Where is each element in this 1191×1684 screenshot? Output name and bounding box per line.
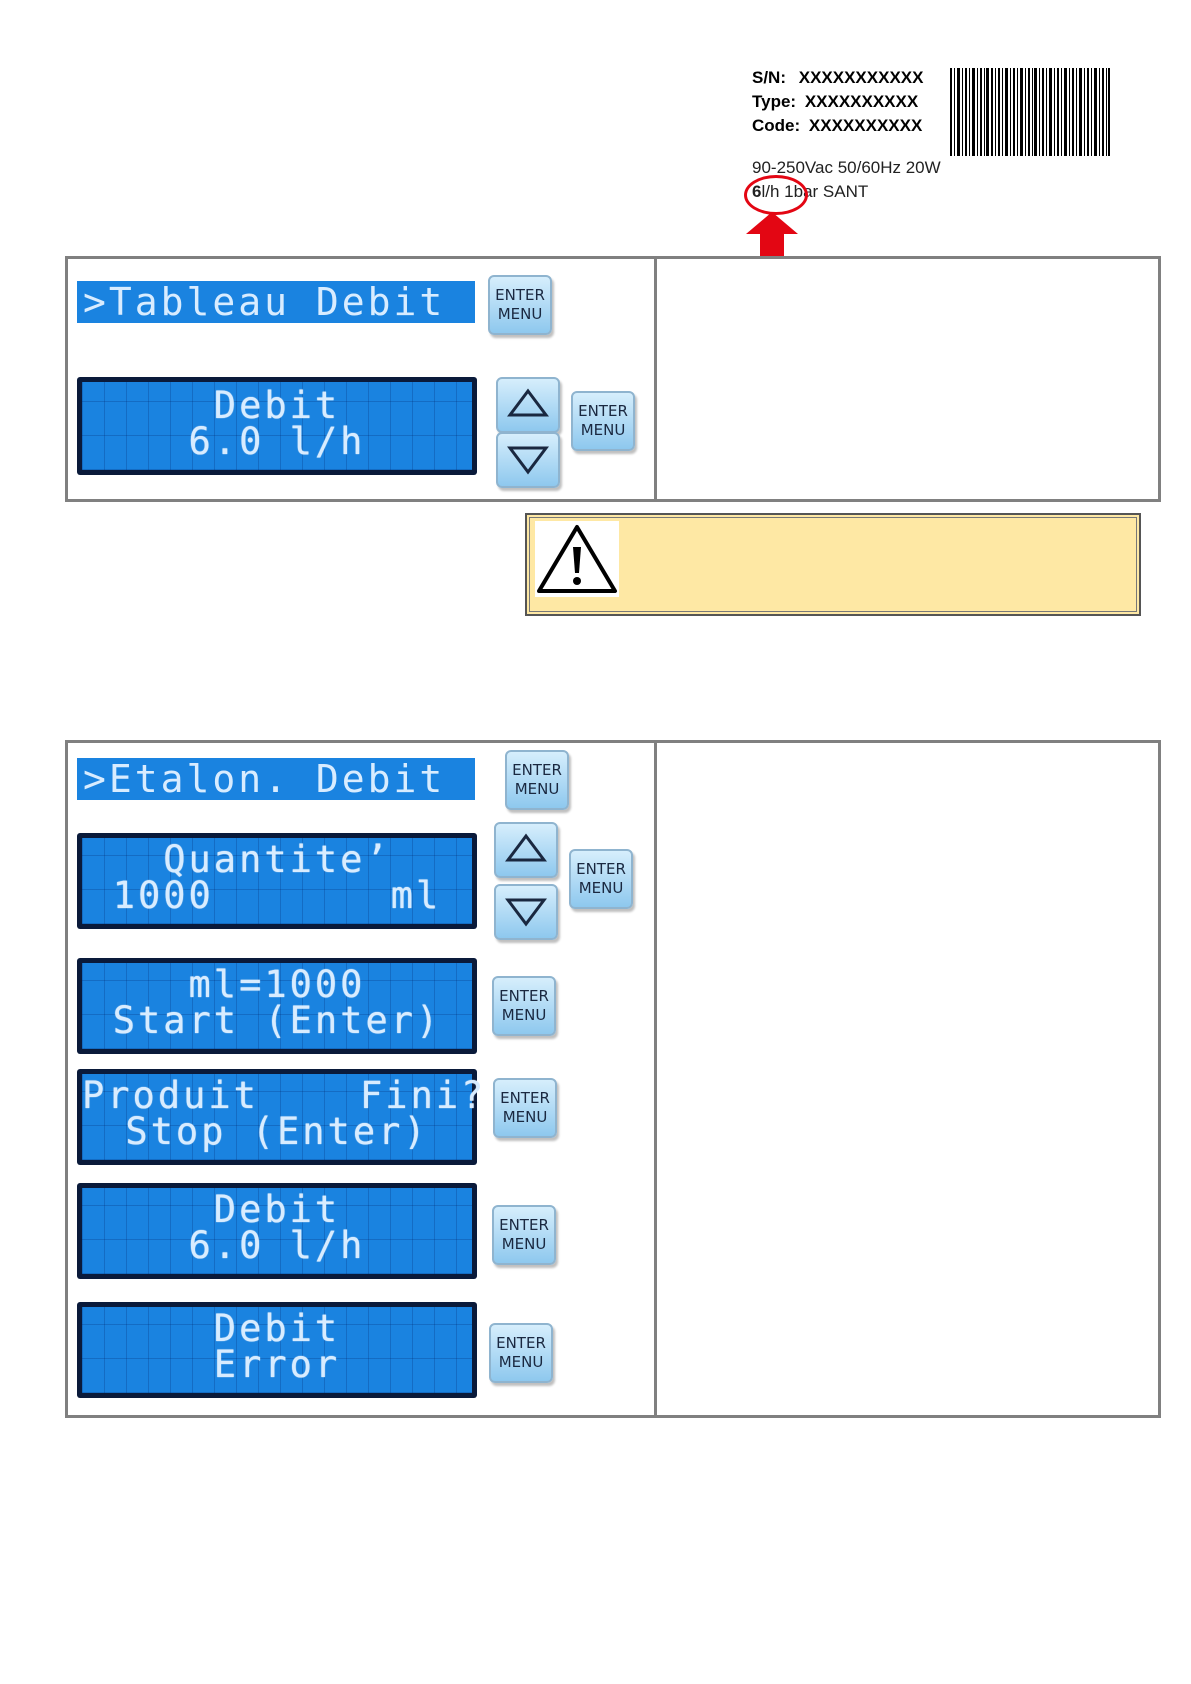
button-label-enter: ENTER: [500, 1089, 550, 1107]
lcd-line-1: Debit: [213, 1307, 341, 1350]
lcd-line-1: Produit Fini?: [82, 1074, 487, 1117]
lcd-line-2: Stop (Enter): [125, 1110, 429, 1153]
menu-tableau-debit: >Tableau Debit: [77, 281, 475, 323]
down-button[interactable]: [494, 884, 558, 940]
serial-number-key: S/N:: [752, 68, 786, 87]
up-button[interactable]: [494, 822, 558, 878]
enter-menu-button[interactable]: ENTER MENU: [492, 976, 556, 1036]
code-value: XXXXXXXXXX: [808, 116, 923, 135]
button-label-enter: ENTER: [578, 402, 628, 420]
lcd-line-2: 6.0 l/h: [188, 1224, 366, 1267]
button-label-menu: MENU: [501, 1006, 547, 1024]
lcd-line-2: 1000 ml: [112, 874, 442, 917]
lcd-debit: Debit 6.0 l/h: [77, 377, 477, 475]
button-label-enter: ENTER: [499, 987, 549, 1005]
button-label-menu: MENU: [502, 1108, 548, 1126]
flow-table: >Tableau Debit ENTER MENU Debit 6.0 l/h …: [65, 256, 1161, 502]
calibration-table: >Etalon. Debit ENTER MENU Quantite’ 1000…: [65, 740, 1161, 1418]
button-label-enter: ENTER: [499, 1216, 549, 1234]
button-label-menu: MENU: [501, 1235, 547, 1253]
lcd-line-1: ml=1000: [188, 963, 366, 1006]
warning-box: [525, 513, 1141, 616]
arrow-down-icon: [507, 446, 549, 475]
warning-inner-border: [529, 517, 1137, 612]
type-row: Type: XXXXXXXXXX: [752, 92, 918, 112]
arrow-up-icon: [505, 833, 547, 862]
enter-menu-button[interactable]: ENTER MENU: [493, 1078, 557, 1138]
lcd-line-2: Start (Enter): [112, 999, 442, 1042]
red-arrow-icon: [746, 212, 798, 260]
barcode-image: [950, 68, 1110, 156]
lcd-debit: Debit 6.0 l/h: [77, 1183, 477, 1279]
lcd-quantite: Quantite’ 1000 ml: [77, 833, 477, 929]
arrow-down-icon: [505, 898, 547, 927]
lcd-line-1: Debit: [213, 1188, 341, 1231]
enter-menu-button[interactable]: ENTER MENU: [505, 750, 569, 810]
enter-menu-button[interactable]: ENTER MENU: [488, 275, 552, 335]
lcd-line-2: Error: [213, 1343, 341, 1386]
lcd-line-2: 6.0 l/h: [188, 420, 366, 463]
column-divider: [654, 259, 657, 499]
type-key: Type:: [752, 92, 797, 111]
lcd-start: ml=1000 Start (Enter): [77, 958, 477, 1054]
product-label: S/N: XXXXXXXXXXX Type: XXXXXXXXXX Code: …: [744, 66, 1112, 215]
lcd-produit-fini: Produit Fini? Stop (Enter): [77, 1069, 487, 1165]
enter-menu-button[interactable]: ENTER MENU: [492, 1205, 556, 1265]
lcd-line-1: Quantite’: [163, 838, 391, 881]
lcd-debit-error: Debit Error: [77, 1302, 477, 1398]
button-label-enter: ENTER: [512, 761, 562, 779]
button-label-menu: MENU: [578, 879, 624, 897]
serial-number-value: XXXXXXXXXXX: [798, 68, 924, 87]
enter-menu-button[interactable]: ENTER MENU: [489, 1323, 553, 1383]
button-label-menu: MENU: [514, 780, 560, 798]
button-label-enter: ENTER: [495, 286, 545, 304]
warning-icon: [535, 521, 619, 597]
up-button[interactable]: [496, 377, 560, 433]
menu-etalon-debit: >Etalon. Debit: [77, 758, 475, 800]
serial-number-row: S/N: XXXXXXXXXXX: [752, 68, 923, 88]
arrow-up-icon: [507, 388, 549, 417]
highlight-circle: [744, 175, 808, 215]
down-button[interactable]: [496, 432, 560, 488]
button-label-enter: ENTER: [576, 860, 626, 878]
lcd-line-1: Debit: [213, 384, 341, 427]
enter-menu-button[interactable]: ENTER MENU: [571, 391, 635, 451]
code-row: Code: XXXXXXXXXX: [752, 116, 922, 136]
type-value: XXXXXXXXXX: [804, 92, 919, 111]
button-label-menu: MENU: [580, 421, 626, 439]
button-label-menu: MENU: [498, 1353, 544, 1371]
enter-menu-button[interactable]: ENTER MENU: [569, 849, 633, 909]
power-spec: 90-250Vac 50/60Hz 20W: [752, 158, 941, 177]
code-key: Code:: [752, 116, 801, 135]
button-label-menu: MENU: [497, 305, 543, 323]
button-label-enter: ENTER: [496, 1334, 546, 1352]
column-divider: [654, 743, 657, 1415]
